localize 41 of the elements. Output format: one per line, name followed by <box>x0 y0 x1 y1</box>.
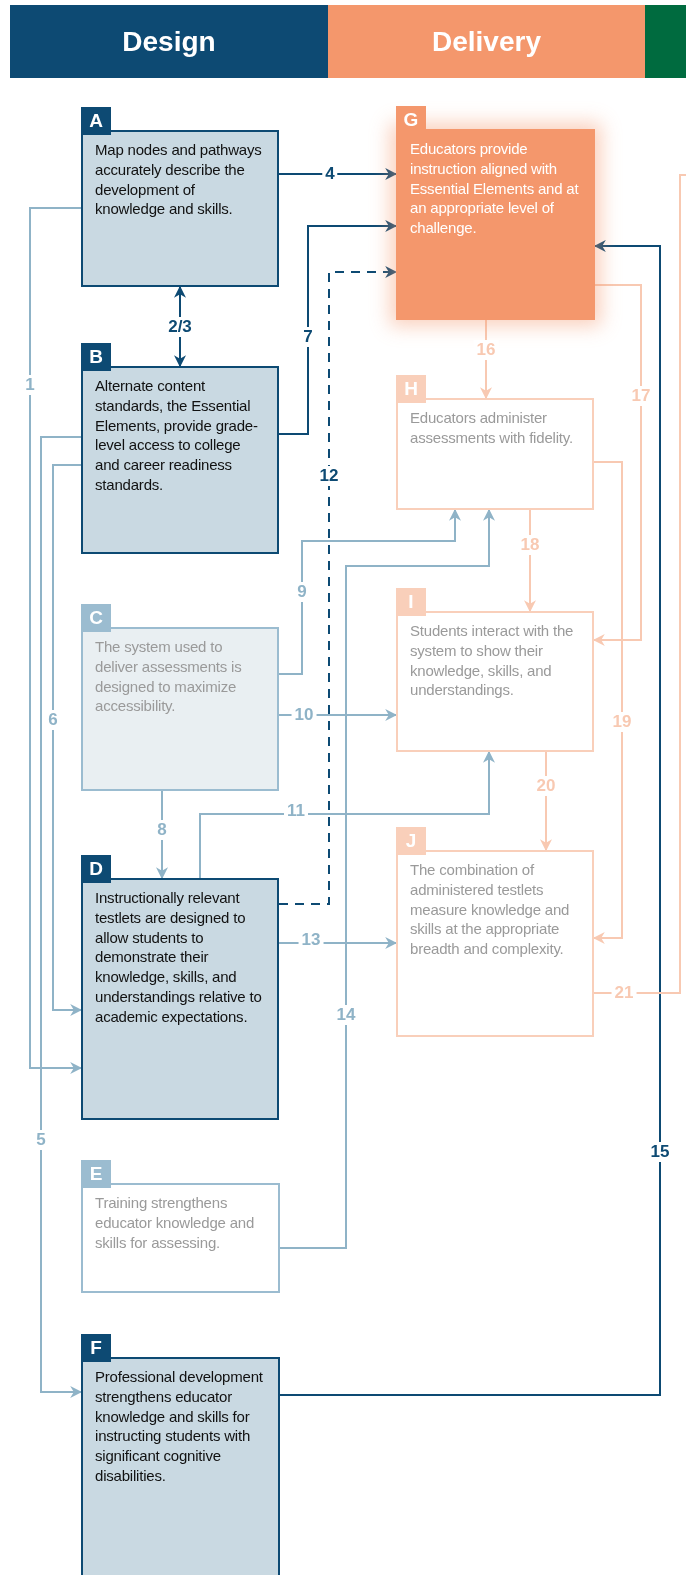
box-text: Educators administer assessments with fidelity. <box>409 408 574 448</box>
arrow <box>279 508 495 1249</box>
arrow <box>52 464 83 1016</box>
box-text: Professional development strengthens educator knowledge and skills for instructing students with significant cognitive disabilities. <box>94 1367 264 1486</box>
column-header <box>328 5 645 78</box>
letter-tab: E <box>81 1160 111 1188</box>
edge-label: 9 <box>294 582 310 602</box>
letter-tab: B <box>81 343 111 371</box>
letter-tab: F <box>81 1334 111 1362</box>
header-bar <box>645 5 686 78</box>
box-text: Alternate content standards, the Essential Elements, provide grade-level access to college and career readiness standards. <box>94 376 259 495</box>
header-text: Delivery <box>432 25 541 58</box>
edge-label: 5 <box>33 1130 49 1150</box>
arrow <box>278 508 461 675</box>
arrow <box>40 436 83 1398</box>
arrow <box>278 168 398 180</box>
box-text: Instructionally relevant testlets are designed to allow students to demonstrate their knowledge, skills, and understandings relative to academic expectations. <box>94 888 263 1027</box>
box-text: Educators provide instruction aligned with Essential Elements and at an appropriate level of challenge. <box>409 139 580 239</box>
arrow <box>278 266 398 905</box>
letter-tab: G <box>396 106 426 134</box>
letter-tab: D <box>81 855 111 883</box>
letter-tab: A <box>81 107 111 135</box>
box-text: The system used to deliver assessments is designed to maximize accessibility. <box>94 637 243 717</box>
arrow <box>278 220 398 435</box>
edge-label: 2/3 <box>165 317 195 337</box>
edge-label: 8 <box>154 820 170 840</box>
arrow <box>29 207 83 1074</box>
letter-tab: H <box>396 375 426 403</box>
letter-tab: J <box>396 827 426 855</box>
box-text: Students interact with the system to show their knowledge, skills, and understandings. <box>409 621 575 701</box>
header-text: Design <box>122 25 216 58</box>
letter-tab: C <box>81 604 111 632</box>
letter-tab: I <box>396 588 426 616</box>
arrow <box>156 790 168 880</box>
box-text: The combination of administered testlets measure knowledge and skills at the appropriate breadth and complexity. <box>409 860 571 960</box>
box-text: Training strengthens educator knowledge and skills for assessing. <box>94 1193 256 1253</box>
connector-line <box>593 174 686 994</box>
arrow <box>199 750 495 879</box>
column-header <box>10 5 328 78</box>
arrow <box>279 240 661 1396</box>
box-text: Map nodes and pathways accurately describe the development of knowledge and skills. <box>94 140 263 220</box>
